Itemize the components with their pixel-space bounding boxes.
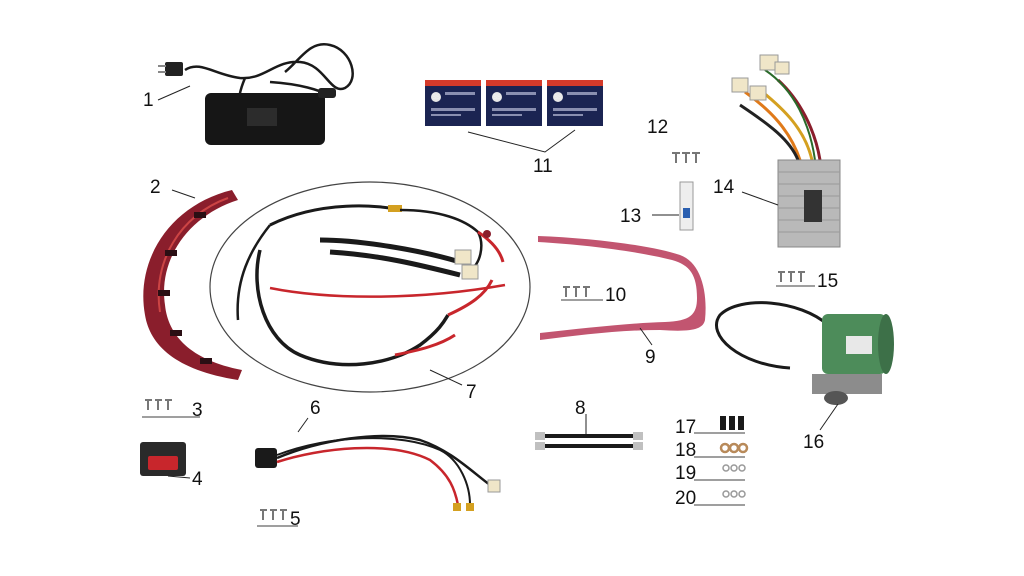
callout-14: 14	[713, 177, 735, 198]
callout-2: 2	[150, 177, 161, 198]
battery-brand-2: SS	[493, 95, 501, 101]
part-3-screws	[142, 399, 200, 418]
part-5-screws	[257, 509, 298, 527]
part-8-jumper-cables	[535, 432, 643, 450]
callout-4: 4	[192, 469, 203, 490]
part-11-batteries: SS SS SS	[425, 80, 603, 126]
callout-19: 19	[675, 463, 696, 484]
callout-5: 5	[290, 509, 301, 530]
part-1-charger	[158, 42, 354, 145]
battery-3: SS	[547, 80, 603, 126]
battery-brand-1: SS	[432, 95, 440, 101]
part-2-fender	[143, 190, 242, 380]
part-4-switch	[140, 442, 186, 476]
callout-12: 12	[647, 117, 668, 138]
part-13-circuit-breaker	[679, 181, 694, 231]
callout-20: 20	[675, 488, 696, 509]
callout-17: 17	[675, 417, 696, 438]
callout-15: 15	[817, 271, 838, 292]
callout-18: 18	[675, 440, 696, 461]
callout-8: 8	[575, 398, 586, 419]
part-12-screws	[672, 152, 700, 163]
callout-3: 3	[192, 400, 203, 421]
callout-16: 16	[803, 432, 824, 453]
callout-10: 10	[605, 285, 626, 306]
part-9-trim	[538, 236, 706, 340]
part-15-screws	[776, 271, 815, 287]
part-7-wiring-harness	[209, 181, 531, 393]
battery-1: SS	[425, 80, 481, 126]
callout-7: 7	[466, 382, 477, 403]
part-17-bolts	[694, 416, 745, 434]
callout-6: 6	[310, 398, 321, 419]
part-6-switch-harness	[255, 434, 501, 511]
battery-brand-3: SS	[554, 95, 562, 101]
part-16-motor	[715, 301, 894, 405]
callout-1: 1	[143, 90, 154, 111]
part-20-washers	[694, 490, 746, 506]
callout-9: 9	[645, 347, 656, 368]
callout-11: 11	[533, 156, 553, 177]
callout-13: 13	[620, 206, 641, 227]
part-18-washers	[694, 442, 749, 458]
part-10-screws	[561, 286, 603, 301]
part-19-washers	[694, 464, 746, 481]
battery-2: SS	[486, 80, 542, 126]
part-14-controller	[731, 54, 841, 248]
